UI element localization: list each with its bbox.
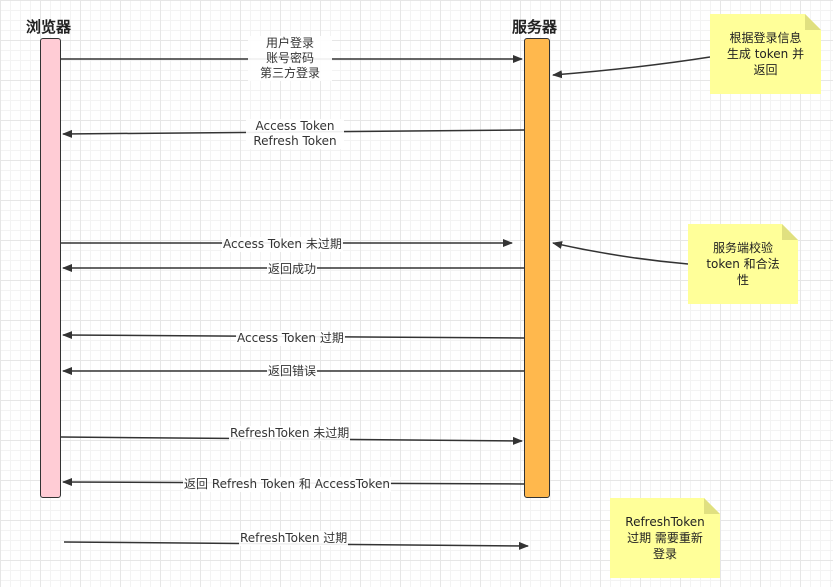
server-lifeline — [524, 38, 550, 498]
msg-login-line3: 第三方登录 — [259, 66, 320, 80]
note3-line2: 过期 需要重新 — [627, 531, 703, 545]
note1-line2: 生成 token 并 — [726, 47, 805, 61]
msg-refresh-return: 返回 Refresh Token 和 AccessToken — [183, 477, 391, 492]
msg-access-valid: Access Token 未过期 — [222, 237, 343, 252]
browser-lifeline — [40, 38, 61, 498]
note2-line1: 服务端校验 — [712, 241, 773, 255]
msg-login-line1: 用户登录 — [265, 36, 314, 50]
msg-login-line2: 账号密码 — [265, 51, 314, 65]
msg-tokens-line2: Refresh Token — [253, 134, 337, 148]
browser-title: 浏览器 — [26, 18, 72, 36]
msg-access-expired: Access Token 过期 — [236, 331, 345, 346]
note-refresh-expired: RefreshToken 过期 需要重新 登录 — [610, 498, 720, 578]
note2-line3: 性 — [736, 273, 749, 287]
note2-connector — [552, 241, 689, 265]
note3-line3: 登录 — [652, 547, 677, 561]
msg-login: 用户登录 账号密码 第三方登录 — [248, 36, 332, 81]
note1-line3: 返回 — [753, 63, 778, 77]
msg-tokens-line1: Access Token — [255, 119, 335, 133]
server-title: 服务器 — [512, 18, 558, 36]
note-generate-token: 根据登录信息 生成 token 并 返回 — [710, 14, 821, 94]
msg-tokens: Access Token Refresh Token — [246, 119, 344, 149]
msg-refresh-expired: RefreshToken 过期 — [239, 531, 349, 546]
note2-line2: token 和合法 — [706, 257, 780, 271]
msg-return-error: 返回错误 — [267, 364, 318, 379]
note1-connector — [552, 56, 711, 79]
msg-refresh-valid: RefreshToken 未过期 — [229, 426, 351, 441]
note-validate-token: 服务端校验 token 和合法 性 — [688, 224, 798, 304]
note1-line1: 根据登录信息 — [729, 31, 802, 45]
msg-return-success: 返回成功 — [267, 262, 318, 277]
note3-line1: RefreshToken — [625, 515, 705, 529]
